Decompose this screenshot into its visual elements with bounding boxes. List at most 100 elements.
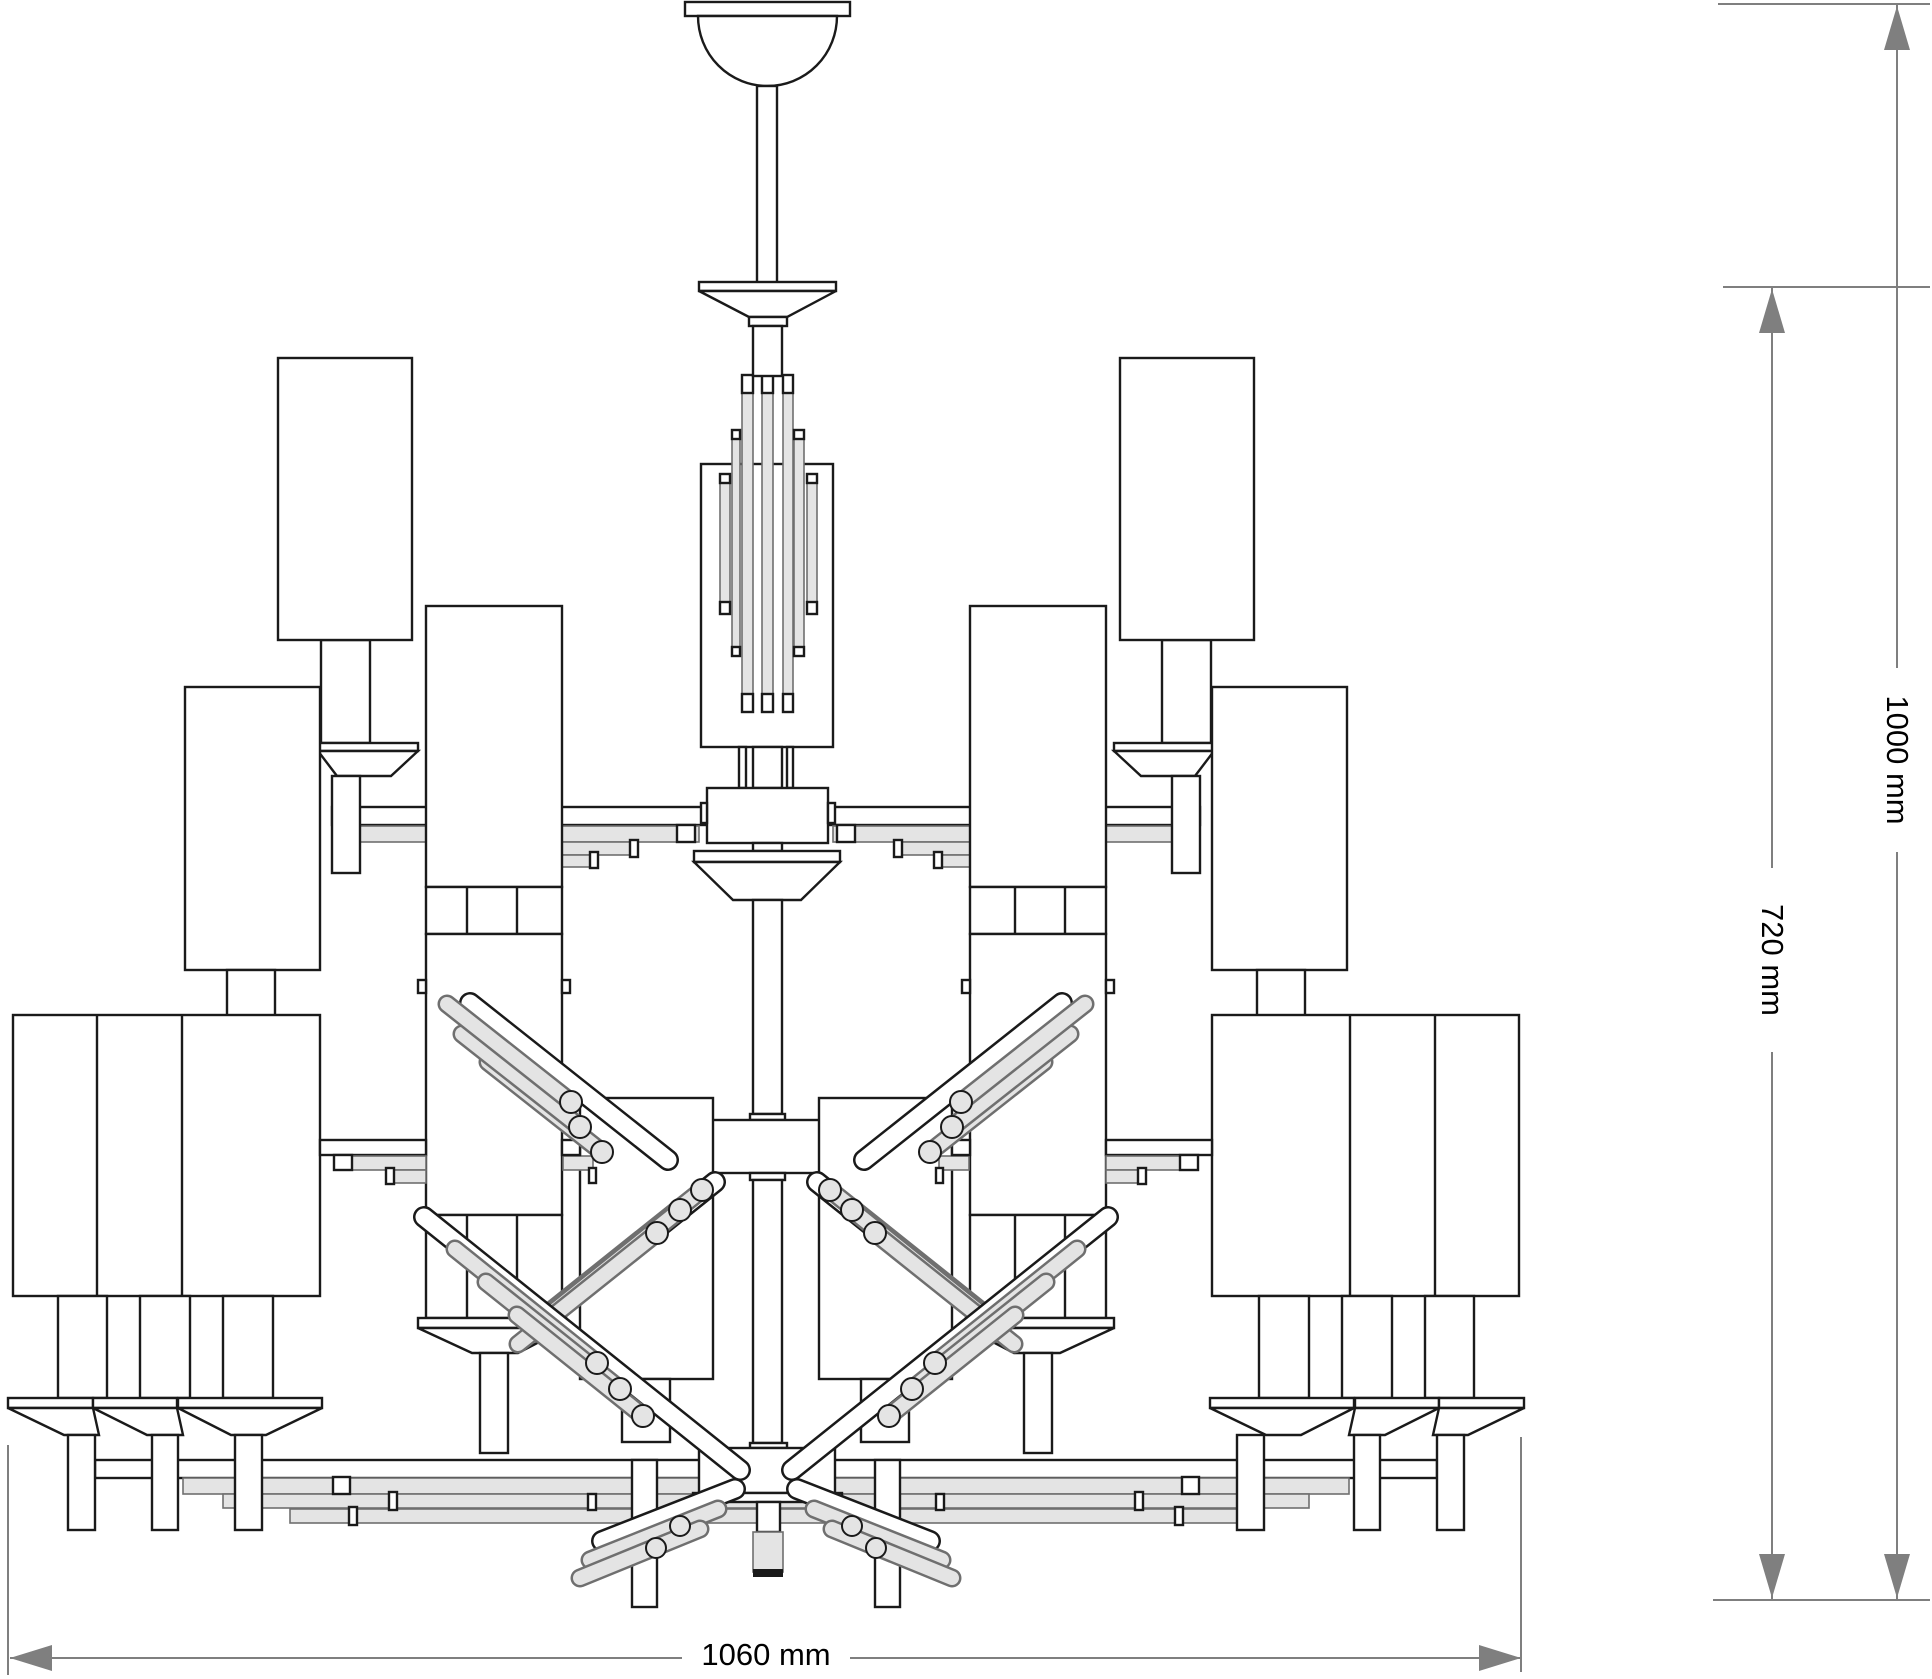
glass-clip: [1178, 1153, 1200, 1172]
candle-tube: [233, 1433, 264, 1532]
shade-stem: [1423, 1294, 1476, 1400]
bobeche-cone: [1110, 749, 1217, 778]
bobeche-plate: [692, 849, 842, 864]
glass-clip: [587, 1166, 598, 1185]
bobeche-cone: [7, 1406, 101, 1437]
bobeche-plate: [1353, 1396, 1441, 1410]
shade-stem: [56, 1294, 109, 1400]
ceiling-dome: [696, 14, 839, 88]
low-arm-bar: [560, 1138, 582, 1157]
glass-clip: [892, 838, 904, 859]
shade-wide-right: [1210, 1013, 1521, 1298]
ball-joint: [865, 1537, 887, 1559]
ball-joint: [585, 1351, 609, 1375]
candle-cap: [730, 645, 742, 658]
glass-clip: [1173, 1505, 1185, 1527]
column-strip: [751, 745, 784, 790]
shade-tab: [560, 978, 572, 995]
candle-tube: [1435, 1433, 1466, 1532]
ball-joint: [841, 1515, 863, 1537]
dim-label-width: 1060 mm: [695, 1637, 837, 1673]
candle-glass: [761, 389, 774, 701]
shade-tab: [1104, 978, 1116, 995]
candle-cap: [718, 472, 732, 485]
candle-cap: [730, 428, 742, 441]
arrow-down: [1759, 1554, 1785, 1598]
glass-rod: [825, 1522, 959, 1585]
glass-clip: [331, 1475, 352, 1496]
ball-joint: [645, 1221, 669, 1245]
glass-clip: [934, 1166, 945, 1185]
glass-clip: [835, 823, 857, 844]
glass-rod: [583, 1502, 725, 1567]
candle-cap: [760, 373, 775, 395]
shade-upper-left: [276, 356, 414, 642]
candle-cap: [781, 373, 795, 395]
canopy-plate: [697, 280, 838, 293]
shade-stem: [1255, 968, 1307, 1018]
low-arm-bar: [950, 1138, 972, 1157]
ball-joint: [818, 1178, 842, 1202]
bobeche-plate: [176, 1396, 324, 1410]
shade-stem: [1340, 1294, 1394, 1400]
candle-tube: [1352, 1433, 1382, 1532]
candle-tube: [66, 1433, 97, 1532]
hub-tab: [699, 801, 709, 825]
glass-rod: [440, 997, 578, 1109]
dim-label-body-height: 720 mm: [1754, 898, 1790, 1022]
ball-joint: [877, 1404, 901, 1428]
candle-tube: [1022, 1351, 1054, 1455]
bobeche-cone: [1209, 1406, 1355, 1437]
mid-arm-glass: [359, 825, 427, 843]
shade-stem: [225, 968, 277, 1018]
shade-stem: [1257, 1294, 1311, 1400]
shade-col-left-upper: [424, 604, 564, 889]
shade-mid-right: [1210, 685, 1349, 972]
low-arm-bar: [318, 1138, 428, 1157]
suspension-rod: [755, 84, 779, 285]
candle-cap: [718, 600, 732, 616]
arm-tube: [461, 994, 677, 1169]
dim-label-overall-height: 1000 mm: [1879, 689, 1915, 831]
glass-clip: [675, 823, 697, 844]
candle-glass: [741, 389, 754, 701]
center-stem: [751, 1178, 784, 1445]
bobeche-cone: [92, 1406, 185, 1437]
arm-tube: [593, 1480, 744, 1550]
glass-clip: [1136, 1166, 1148, 1186]
ball-joint: [645, 1537, 667, 1559]
arrow-right: [1479, 1645, 1521, 1671]
bobeche-plate: [1437, 1396, 1526, 1410]
glass-rod: [945, 1027, 1077, 1134]
shade-tab: [960, 978, 972, 995]
finial-neck: [755, 1500, 782, 1534]
bobeche-cone: [177, 1406, 323, 1437]
shade-stem: [1160, 638, 1213, 745]
candle-cap: [805, 472, 819, 485]
glass-rod: [455, 1027, 587, 1134]
glass-clip: [387, 1490, 399, 1512]
ceiling-plate: [683, 0, 852, 18]
bobeche-cone: [1431, 1406, 1525, 1437]
arrow-down: [1884, 1554, 1910, 1598]
shade-col-right-upper: [968, 604, 1108, 889]
hub-tab: [826, 801, 837, 825]
glass-clip: [932, 850, 944, 870]
shade-tab: [416, 978, 428, 995]
glass-clip: [347, 1505, 359, 1527]
glass-clip: [588, 850, 600, 870]
bobeche-cone: [315, 749, 422, 778]
ball-joint: [949, 1090, 973, 1114]
arm-tube: [788, 1480, 939, 1550]
candle-cap: [740, 373, 755, 395]
shade-mid-left: [183, 685, 322, 972]
bobeche-cone: [691, 860, 843, 902]
hub-upper: [705, 786, 830, 845]
shade-band: [968, 885, 1108, 936]
glass-clip: [628, 838, 640, 859]
ball-joint: [559, 1090, 583, 1114]
candle-glass: [731, 436, 741, 653]
candle-cap: [792, 428, 806, 441]
candle-glass: [806, 479, 818, 609]
glass-rod: [807, 1502, 949, 1567]
